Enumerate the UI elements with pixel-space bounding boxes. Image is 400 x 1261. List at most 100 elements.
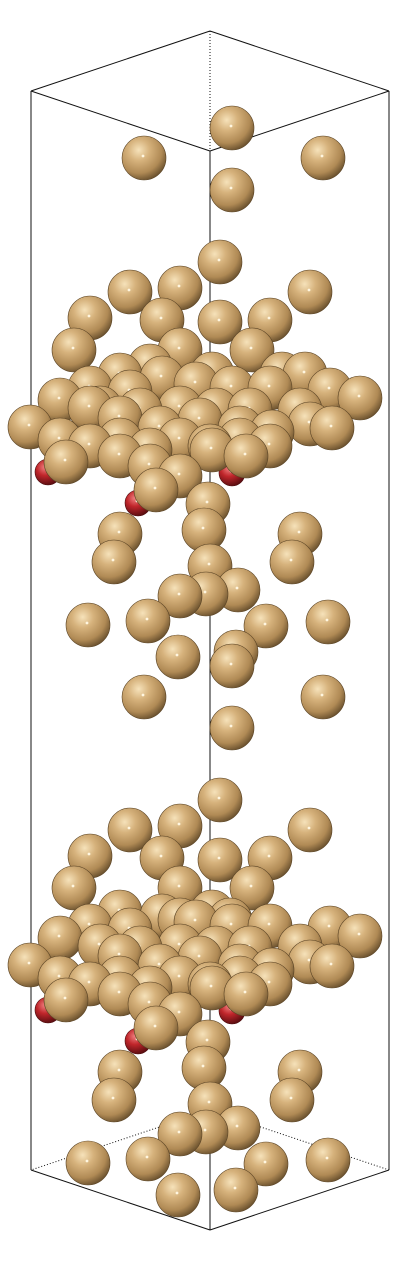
atom-highlight xyxy=(145,617,149,621)
atom-highlight xyxy=(267,980,271,984)
atom-highlight xyxy=(207,1100,211,1104)
atom-highlight xyxy=(201,526,205,530)
atom-highlight xyxy=(57,396,61,400)
atom-highlight xyxy=(177,284,181,288)
gold-atom xyxy=(121,674,167,720)
atom-highlight xyxy=(267,316,271,320)
atom-highlight xyxy=(177,1010,181,1014)
atom-highlight xyxy=(177,592,181,596)
atom-highlight xyxy=(177,346,181,350)
atom-highlight xyxy=(329,962,333,966)
atom-highlight xyxy=(320,154,324,158)
atom-highlight xyxy=(203,590,207,594)
gold-atom xyxy=(229,865,275,911)
gold-atom xyxy=(309,405,355,451)
atom-highlight xyxy=(177,436,181,440)
cell-edge xyxy=(30,90,211,152)
atom-highlight xyxy=(205,500,209,504)
atom-highlight xyxy=(177,472,181,476)
atom-highlight xyxy=(117,414,121,418)
atom-highlight xyxy=(229,384,233,388)
gold-atom xyxy=(243,603,289,649)
gold-atom xyxy=(43,977,89,1023)
atom-highlight xyxy=(263,622,267,626)
atom-highlight xyxy=(147,462,151,466)
atom-highlight xyxy=(147,1000,151,1004)
atom-highlight xyxy=(249,346,253,350)
gold-atom xyxy=(269,539,315,585)
atom-highlight xyxy=(217,318,221,322)
gold-atom xyxy=(107,269,153,315)
atom-highlight xyxy=(117,530,121,534)
cell-edge xyxy=(209,30,390,92)
gold-atom xyxy=(157,573,203,619)
atom-highlight xyxy=(117,952,121,956)
atom-highlight xyxy=(229,124,233,128)
atom-highlight xyxy=(229,724,233,728)
gold-atom xyxy=(209,705,255,751)
atom-highlight xyxy=(235,1124,239,1128)
atom-highlight xyxy=(111,558,115,562)
atom-highlight xyxy=(229,662,233,666)
gold-atom xyxy=(197,777,243,823)
gold-atom xyxy=(133,1005,179,1051)
gold-atom xyxy=(91,1077,137,1123)
atom-highlight xyxy=(177,942,181,946)
atom-highlight xyxy=(87,852,91,856)
atom-highlight xyxy=(217,796,221,800)
atom-highlight xyxy=(153,1024,157,1028)
atom-highlight xyxy=(97,942,101,946)
atom-highlight xyxy=(57,974,61,978)
atom-highlight xyxy=(302,370,306,374)
atoms-layer xyxy=(7,105,383,1218)
atom-highlight xyxy=(177,884,181,888)
gold-atom xyxy=(157,1111,203,1157)
atom-highlight xyxy=(229,922,233,926)
gold-atom xyxy=(300,135,346,181)
gold-atom xyxy=(269,1077,315,1123)
atom-highlight xyxy=(111,1096,115,1100)
atom-highlight xyxy=(229,186,233,190)
atom-highlight xyxy=(63,996,67,1000)
gold-atom xyxy=(51,865,97,911)
gold-atom xyxy=(223,971,269,1017)
atom-highlight xyxy=(243,990,247,994)
atom-highlight xyxy=(117,1068,121,1072)
cell-edge xyxy=(30,30,211,92)
gold-atom xyxy=(121,135,167,181)
atom-highlight xyxy=(157,962,161,966)
gold-atom xyxy=(213,1167,259,1213)
gold-atom xyxy=(91,539,137,585)
atom-highlight xyxy=(159,316,163,320)
gold-atom xyxy=(155,634,201,680)
gold-atom xyxy=(223,433,269,479)
atom-highlight xyxy=(320,693,324,697)
atom-highlight xyxy=(201,1064,205,1068)
atom-highlight xyxy=(307,826,311,830)
atom-highlight xyxy=(233,1186,237,1190)
atom-highlight xyxy=(71,884,75,888)
atom-highlight xyxy=(85,1159,89,1163)
atom-highlight xyxy=(217,258,221,262)
atom-highlight xyxy=(205,1038,209,1042)
atom-highlight xyxy=(207,562,211,566)
atom-highlight xyxy=(175,653,179,657)
gold-atom xyxy=(209,167,255,213)
gold-atom xyxy=(65,602,111,648)
atom-highlight xyxy=(87,404,91,408)
atom-highlight xyxy=(249,884,253,888)
atom-highlight xyxy=(267,384,271,388)
atom-highlight xyxy=(193,380,197,384)
gold-atom xyxy=(229,327,275,373)
gold-atom xyxy=(287,269,333,315)
atom-highlight xyxy=(141,154,145,158)
atom-highlight xyxy=(235,586,239,590)
atom-highlight xyxy=(153,486,157,490)
atom-highlight xyxy=(87,922,91,926)
atom-highlight xyxy=(127,288,131,292)
cell-edge xyxy=(30,1169,211,1231)
gold-atom xyxy=(197,837,243,883)
cell-edge xyxy=(209,1169,390,1231)
